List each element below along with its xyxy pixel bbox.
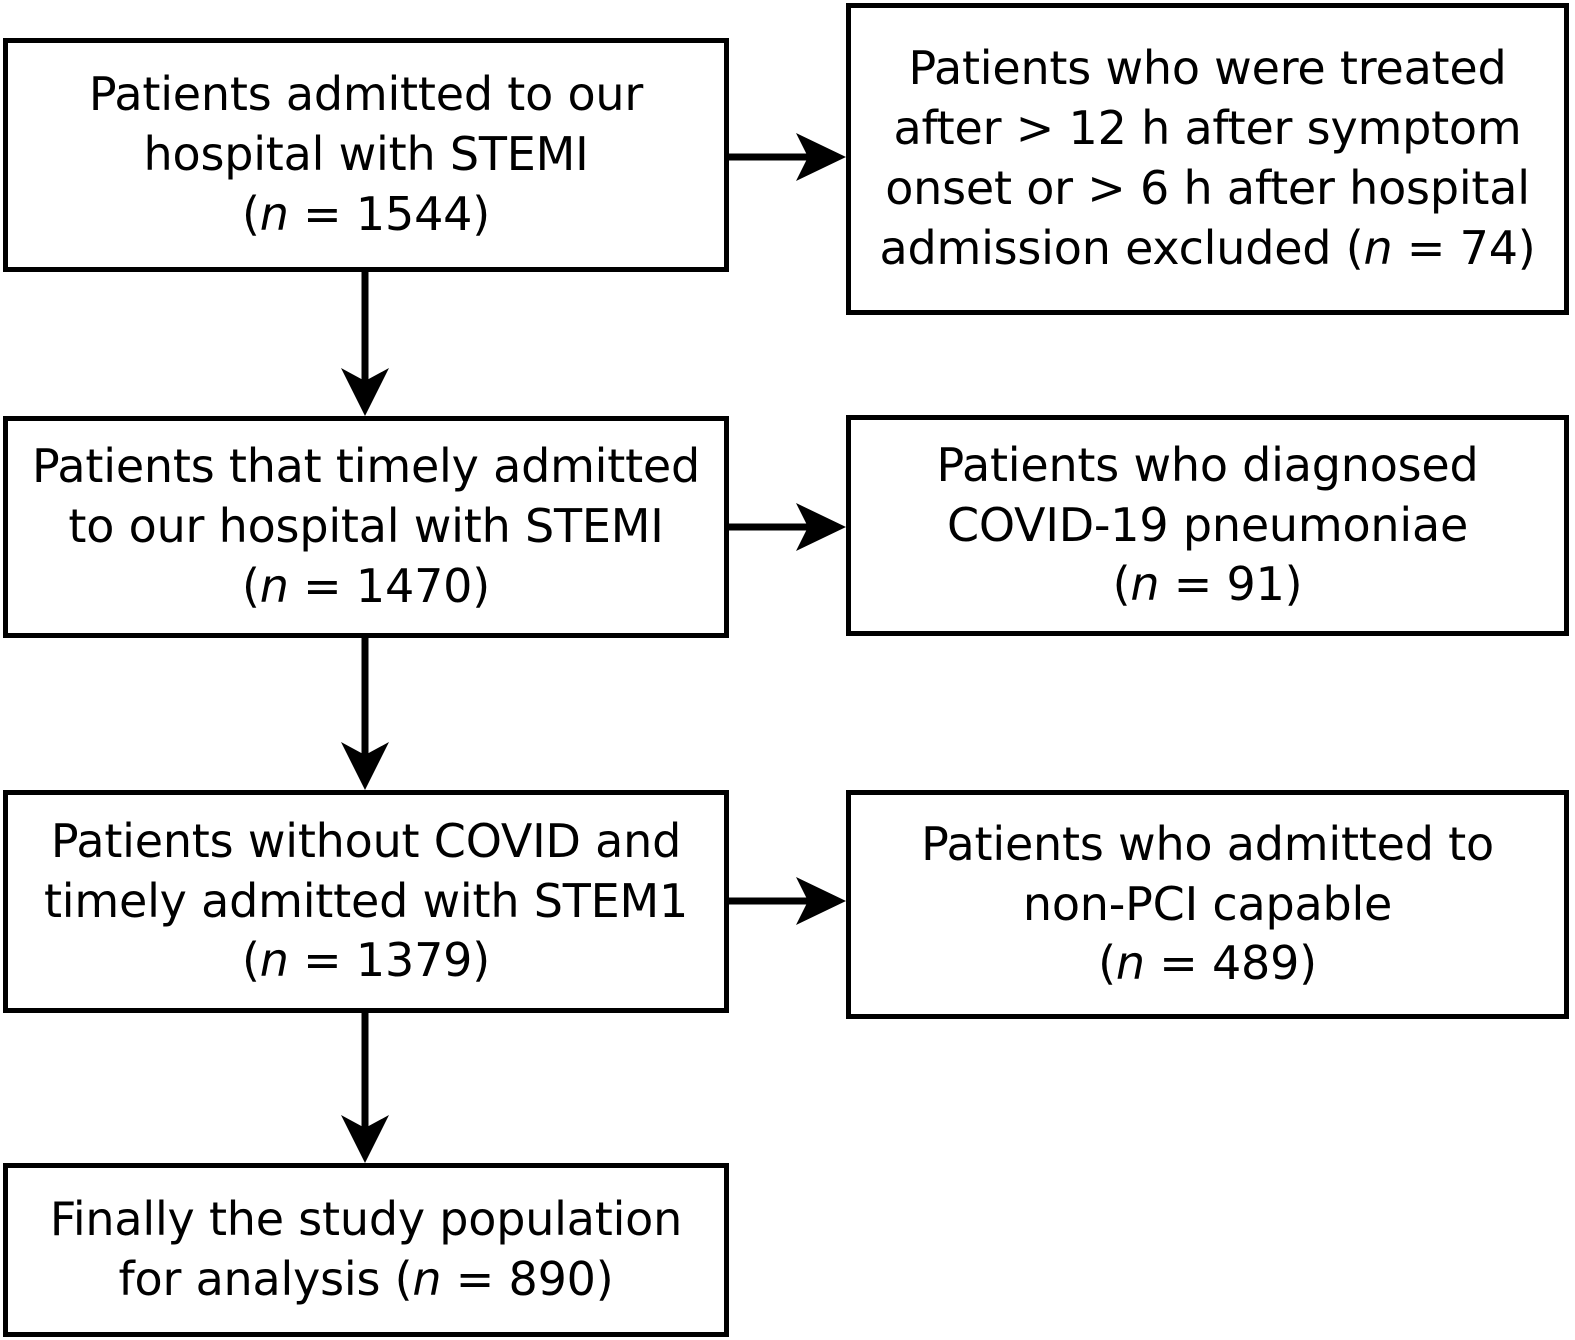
node-patients-admitted-stemi: Patients admitted to our hospital with S… <box>3 38 729 272</box>
node-patients-without-covid: Patients without COVID and timely admitt… <box>3 790 729 1013</box>
node-excluded-time-text: Patients who were treated after > 12 h a… <box>879 41 1536 275</box>
node-enrolled-text: Patients admitted to our hospital with S… <box>88 67 644 241</box>
node-excluded-covid-text: Patients who diagnosed COVID-19 pneumoni… <box>936 437 1479 612</box>
node-excluded-covid-pneumonia: Patients who diagnosed COVID-19 pneumoni… <box>846 415 1569 636</box>
node-patients-timely-admitted: Patients that timely admitted to our hos… <box>3 416 729 638</box>
edge-enrolled-to-excluded-time <box>729 133 846 181</box>
edge-timely-to-no-covid <box>341 638 389 790</box>
edge-enrolled-to-timely <box>341 272 389 416</box>
node-excluded-late-treatment: Patients who were treated after > 12 h a… <box>846 3 1569 315</box>
node-excluded-nonpci-text: Patients who admitted to non-PCI capable… <box>921 816 1494 991</box>
node-excluded-non-pci-capable: Patients who admitted to non-PCI capable… <box>846 790 1569 1019</box>
node-final-text: Finally the study population for analysi… <box>49 1192 683 1306</box>
edge-no-covid-to-excluded-nonpci <box>729 877 846 925</box>
edge-timely-to-excluded-covid <box>729 503 846 551</box>
node-final-study-population: Finally the study population for analysi… <box>3 1163 729 1337</box>
node-no-covid-text: Patients without COVID and timely admitt… <box>43 813 689 988</box>
edge-no-covid-to-final <box>341 1013 389 1163</box>
node-timely-text: Patients that timely admitted to our hos… <box>31 439 701 613</box>
